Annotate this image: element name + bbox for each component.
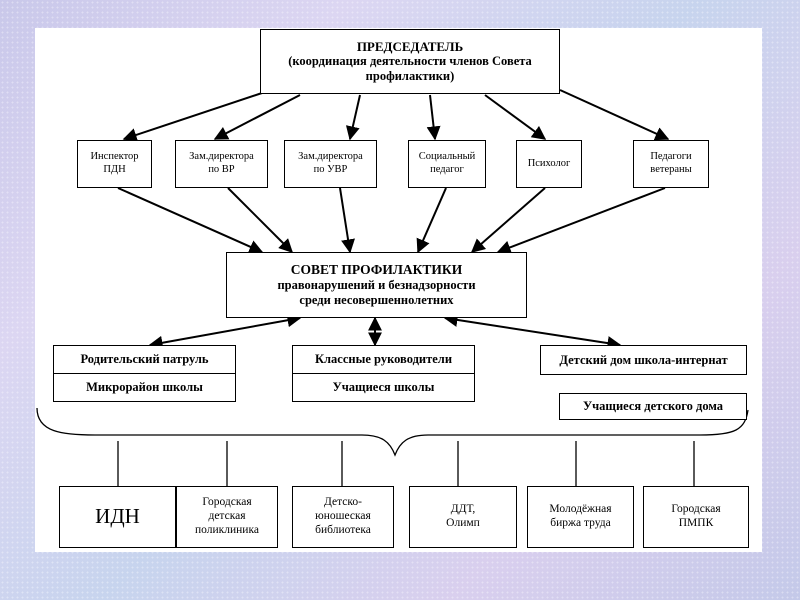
- grouping-brace: [36, 407, 749, 457]
- member-inspector: Инспектор ПДН: [77, 140, 152, 188]
- arrow-veterans-to-council: [496, 187, 666, 255]
- member-social-pedagogue: Социальный педагог: [408, 140, 486, 188]
- arrow-deputy-vr-to-council: [227, 187, 293, 253]
- partner-city-pmpk: Городская ПМПК: [643, 486, 749, 548]
- group-class-teachers-bottom: Учащиеся школы: [332, 380, 435, 394]
- arrow-chairman-to-psychologist: [484, 94, 547, 140]
- group-orphanage-bottom: Учащиеся детского дома: [559, 393, 747, 420]
- council-title: СОВЕТ ПРОФИЛАКТИКИ: [290, 261, 463, 277]
- arrow-deputy-uvr-to-council: [339, 187, 355, 254]
- member-deputy-uvr: Зам.директора по УВР: [284, 140, 377, 188]
- arrow-chairman-to-deputy-uvr: [345, 94, 361, 141]
- member-deputy-vr: Зам.директора по ВР: [175, 140, 268, 188]
- partner-city-clinic: Городская детская поликлиника: [176, 486, 278, 548]
- chairman-subtitle: (координация деятельности членов Совета …: [288, 54, 532, 84]
- arrow-inspector-to-council: [117, 187, 264, 254]
- group-class-teachers-top: Классные руководители: [293, 346, 474, 374]
- arrow-chairman-to-deputy-vr: [213, 94, 301, 140]
- partner-idn: ИДН: [59, 486, 176, 548]
- partner-youth-labor-exchange: Молодёжная биржа труда: [527, 486, 634, 548]
- partner-youth-library: Детско- юношеская библиотека: [292, 486, 394, 548]
- group-orphanage-top: Детский дом школа-интернат: [540, 345, 747, 375]
- group-parent-patrol-bottom: Микрорайон школы: [86, 380, 203, 394]
- chairman-title: ПРЕДСЕДАТЕЛЬ: [356, 38, 464, 54]
- arrow-social-pedagogue-to-council: [416, 187, 447, 254]
- arrow-chairman-to-veterans: [559, 89, 670, 141]
- member-psychologist: Психолог: [516, 140, 582, 188]
- arrow-chairman-to-inspector: [122, 92, 263, 142]
- group-parent-patrol-top: Родительский патруль: [54, 346, 235, 374]
- council-box: СОВЕТ ПРОФИЛАКТИКИ правонарушений и безн…: [226, 252, 527, 318]
- arrow-chairman-to-social-pedagogue: [426, 94, 441, 141]
- council-subtitle: правонарушений и безнадзорности среди не…: [277, 278, 476, 308]
- member-veterans: Педагоги ветераны: [633, 140, 709, 188]
- arrow-psychologist-to-council: [470, 187, 546, 253]
- group-class-teachers: Классные руководители Учащиеся школы: [292, 345, 475, 402]
- partner-ddt-olimp: ДДТ, Олимп: [409, 486, 517, 548]
- arrow-council-orphanage: [443, 313, 622, 350]
- arrow-council-parent-patrol: [148, 313, 302, 350]
- group-parent-patrol: Родительский патруль Микрорайон школы: [53, 345, 236, 402]
- chairman-box: ПРЕДСЕДАТЕЛЬ (координация деятельности ч…: [260, 29, 560, 94]
